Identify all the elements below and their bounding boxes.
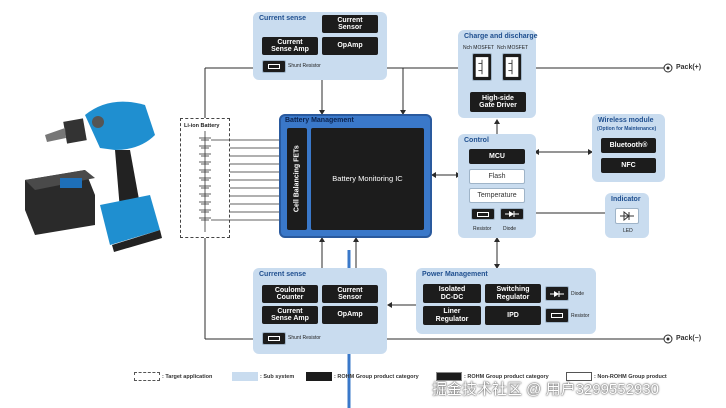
shunt-resistor-top-label: Shunt Resistor — [288, 63, 321, 69]
watermark-text: 掘金技术社区 @ 用户3299552930 — [432, 381, 659, 398]
legend-non-rohm-swatch — [566, 372, 592, 381]
resistor-power-label: Resistor — [571, 313, 590, 319]
current-sense-amp-bottom-chip: Current Sense Amp — [262, 306, 318, 324]
battery-monitoring-ic-chip: Battery Monitoring IC — [311, 128, 424, 230]
switching-regulator-chip: Switching Regulator — [485, 284, 541, 303]
diode-power-icon — [545, 286, 569, 301]
led-icon — [615, 208, 639, 224]
nch-mosfet-left-icon — [472, 53, 492, 81]
nfc-chip: NFC — [601, 158, 656, 173]
legend-target-label: : Target application — [162, 374, 213, 380]
legend-subsystem-label: : Sub system — [260, 374, 295, 380]
cell-balancing-fets-label: Cell Balancing FETs — [293, 145, 301, 213]
legend-subsystem-swatch — [232, 372, 258, 381]
led-label: LED — [623, 228, 633, 234]
legend-non-rohm-label: : Non-ROHM Group product — [594, 374, 667, 380]
diode-power-label: Diode — [571, 291, 585, 297]
legend-rohm-icon-swatch — [436, 372, 462, 381]
shunt-resistor-bottom-label: Shunt Resistor — [288, 335, 321, 341]
high-side-gate-driver-chip: High-side Gate Driver — [470, 92, 526, 112]
shunt-resistor-top-icon — [262, 60, 286, 73]
pack-plus-label: Pack(+) — [676, 64, 702, 71]
control-title: Control — [464, 137, 489, 144]
mcu-chip: MCU — [469, 149, 525, 164]
charge-discharge-title: Charge and discharge — [464, 33, 538, 40]
ipd-chip: IPD — [485, 306, 541, 325]
temperature-chip: Temperature — [469, 188, 525, 203]
opamp-top-chip: OpAmp — [322, 37, 378, 55]
resistor-control-icon — [471, 208, 495, 220]
nch-mosfet-right-label: Nch MOSFET — [497, 45, 529, 51]
coulomb-counter-chip: Coulomb Counter — [262, 285, 318, 303]
battery-management-title: Battery Management — [285, 117, 354, 124]
indicator-title: Indicator — [611, 196, 641, 203]
current-sensor-bottom-chip: Current Sensor — [322, 285, 378, 303]
legend-target-swatch — [134, 372, 160, 381]
current-sense-bottom-title: Current sense — [259, 271, 307, 278]
opamp-bottom-chip: OpAmp — [322, 306, 378, 324]
diode-control-label: Diode — [503, 226, 517, 232]
resistor-power-icon — [545, 308, 569, 323]
legend-rohm-icon-label: : ROHM Group product category — [464, 374, 549, 380]
cell-balancing-fets-chip: Cell Balancing FETs — [287, 128, 307, 230]
flash-chip: Flash — [469, 169, 525, 184]
bluetooth-chip: Bluetooth® — [601, 138, 656, 153]
power-management-title: Power Management — [422, 271, 488, 278]
diode-control-icon — [500, 208, 524, 220]
resistor-control-label: Resistor — [473, 226, 492, 232]
shunt-resistor-bottom-icon — [262, 332, 286, 345]
wireless-module-title: Wireless module — [598, 117, 654, 124]
wireless-module-subtitle: (Option for Maintenance) — [597, 126, 657, 132]
nch-mosfet-right-icon — [502, 53, 522, 81]
pack-minus-label: Pack(−) — [676, 335, 702, 342]
current-sense-amp-top-chip: Current Sense Amp — [262, 37, 318, 55]
legend-rohm-label: : ROHM Group product category — [334, 374, 419, 380]
legend-rohm-swatch — [306, 372, 332, 381]
current-sense-top-title: Current sense — [259, 15, 307, 22]
nch-mosfet-left-label: Nch MOSFET — [463, 45, 495, 51]
linear-regulator-chip: Liner Regulator — [423, 306, 481, 325]
current-sensor-top-chip: Current Sensor — [322, 15, 378, 33]
li-ion-battery-title: Li-ion Battery — [184, 123, 220, 129]
isolated-dcdc-chip: Isolated DC-DC — [423, 284, 481, 303]
